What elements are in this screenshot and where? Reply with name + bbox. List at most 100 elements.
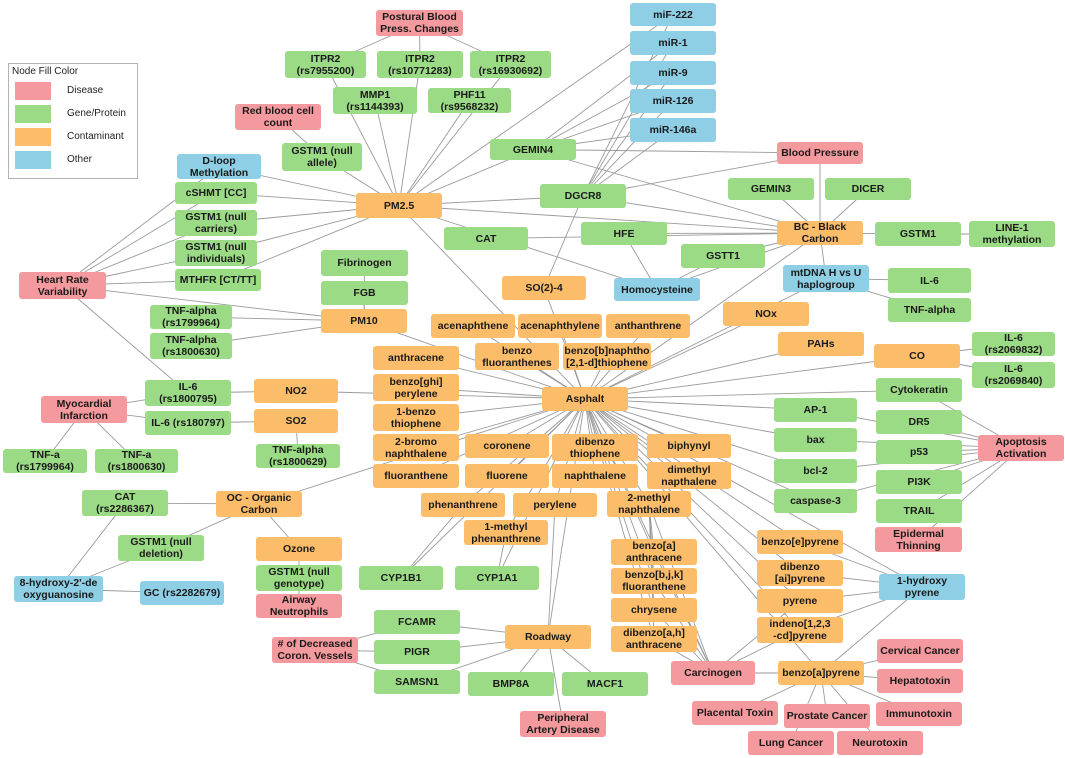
node-coronene: coronene: [465, 434, 549, 458]
node-benzofluor: benzo fluoranthenes: [475, 343, 559, 370]
node-mi: Myocardial Infarction: [41, 396, 127, 423]
edge-roadway-perylene: [547, 504, 556, 638]
node-caspase3: caspase-3: [774, 489, 857, 513]
edge-asphalt-cytokeratin: [584, 389, 920, 400]
node-pigr: PIGR: [374, 640, 460, 664]
node-immunotoxin: Immunotoxin: [876, 702, 962, 726]
node-il6_2069832: IL-6 (rs2069832): [972, 332, 1055, 356]
legend-label: Gene/Protein: [67, 108, 126, 119]
node-hydroxypyrene: 1-hydroxy pyrene: [879, 574, 965, 600]
node-trail: TRAIL: [876, 499, 962, 523]
node-phf11: PHF11 (rs9568232): [428, 88, 511, 113]
node-bc: BC - Black Carbon: [777, 221, 863, 245]
node-naphthalene: naphthalene: [552, 464, 638, 488]
node-benzobjk: benzo[b,j,k] fluoranthene: [611, 568, 697, 594]
edge-asphalt-hydroxypyrene: [584, 398, 923, 588]
edge-gemin4-mir9: [532, 72, 674, 150]
node-carcinogen: Carcinogen: [671, 661, 755, 685]
node-onebenzo: 1-benzo thiophene: [373, 404, 459, 431]
node-acenaphthylene: acenaphthylene: [518, 314, 602, 338]
node-bax: bax: [774, 428, 857, 452]
node-gc: GC (rs2282679): [140, 581, 224, 605]
edge-pm25-bc: [398, 205, 821, 234]
edge-pm25-itpr2c: [398, 64, 511, 206]
node-anthracene: anthracene: [373, 346, 459, 370]
node-dimethylnaph: dimethyl napthalene: [647, 462, 731, 489]
edge-pm25-phf11: [398, 100, 470, 206]
node-coronvessel: # of Decreased Coron. Vessels: [272, 637, 358, 663]
node-p53: p53: [876, 440, 962, 464]
node-pm25: PM2.5: [356, 193, 442, 218]
node-postural: Postural Blood Press. Changes: [376, 10, 463, 36]
node-gstm1: GSTM1: [875, 222, 961, 246]
node-gstm1indiv: GSTM1 (null individuals): [175, 240, 257, 266]
node-epidermal: Epidermal Thinning: [875, 527, 962, 552]
node-lung: Lung Cancer: [748, 731, 834, 755]
node-anthanthrene: anthanthrene: [606, 314, 690, 338]
legend-title: Node Fill Color: [12, 66, 79, 77]
node-dicer: DICER: [825, 178, 911, 200]
edge-pm25-homocys: [398, 205, 658, 290]
node-indeno: indeno[1,2,3 -cd]pyrene: [757, 617, 843, 643]
node-placental: Placental Toxin: [692, 701, 778, 725]
node-tnf1799964: TNF-alpha (rs1799964): [150, 305, 232, 329]
edge-pm25-mir222: [398, 14, 674, 206]
node-macf1: MACF1: [562, 672, 648, 696]
edge-pm10-asphalt: [363, 320, 586, 400]
edge-mtdna-asphalt: [584, 278, 827, 400]
legend-swatch-other: [15, 151, 51, 169]
legend-item-gene-protein: Gene/Protein: [15, 105, 135, 125]
node-bromonaph: 2-bromo naphthalene: [373, 434, 459, 461]
legend: Node Fill Color Disease Gene/Protein Con…: [8, 63, 138, 179]
legend-label: Disease: [67, 85, 104, 96]
edge-asphalt-cyp1b1: [400, 398, 586, 579]
edge-bc-gemin4: [532, 149, 821, 234]
node-rbc: Red blood cell count: [235, 104, 321, 130]
node-gemin4: GEMIN4: [490, 139, 576, 160]
node-il6_180797: IL-6 (rs180797): [145, 411, 231, 435]
node-ap1: AP-1: [774, 398, 857, 422]
node-mtdna: mtDNA H vs U haplogroup: [783, 265, 869, 292]
legend-label: Contaminant: [67, 131, 124, 142]
node-tnfa1800630: TNF-a (rs1800630): [95, 449, 178, 473]
node-co: CO: [874, 344, 960, 368]
node-mir9: miR-9: [630, 61, 716, 85]
node-fibrinogen: Fibrinogen: [321, 250, 408, 276]
edge-apoptosis-epidermal: [918, 447, 1022, 540]
node-cervical: Cervical Cancer: [877, 639, 963, 663]
node-hepatotoxin: Hepatotoxin: [877, 669, 963, 693]
edge-benzoapyrene-hydroxypyrene: [820, 586, 923, 674]
node-gstm1geno: GSTM1 (null genotype): [256, 565, 342, 591]
node-pyrene: pyrene: [757, 589, 843, 613]
node-gstm1del: GSTM1 (null deletion): [118, 535, 204, 561]
node-nox: NOx: [723, 302, 809, 326]
node-il6_1800795: IL-6 (rs1800795): [145, 380, 231, 406]
node-acenaphthene: acenaphthene: [431, 314, 515, 338]
node-bcl2: bcl-2: [774, 459, 857, 483]
edge-phenanthrene-cyp1b1: [400, 504, 464, 579]
edge-cat2-hydroxyguan: [58, 502, 126, 590]
edge-roadway-peripheral: [547, 636, 564, 725]
node-peripheral: Peripheral Artery Disease: [520, 711, 606, 737]
node-il6a: IL-6: [888, 268, 971, 293]
edge-dgcr8-mir126: [582, 100, 674, 197]
node-benzoapyrene: benzo[a]pyrene: [778, 661, 864, 685]
node-phenanthrene: phenanthrene: [421, 493, 505, 517]
node-benzoghi: benzo[ghi] perylene: [373, 374, 459, 401]
edge-pm25-itpr2a: [325, 64, 400, 206]
node-methylnaph: 2-methyl naphthalene: [607, 491, 691, 517]
edge-hrv-il6_1800795: [62, 285, 189, 394]
node-cyp1a1: CYP1A1: [455, 566, 539, 590]
node-cshmt: cSHMT [CC]: [175, 182, 257, 204]
node-dibenzoah: dibenzo[a,h] anthracene: [611, 626, 697, 652]
edge-co-asphalt: [584, 355, 918, 400]
edge-pm25-itpr2b: [398, 64, 421, 206]
legend-item-disease: Disease: [15, 82, 135, 102]
node-gstt1: GSTT1: [681, 244, 765, 268]
node-no2: NO2: [254, 379, 338, 403]
node-neurotoxin: Neurotoxin: [837, 731, 923, 755]
node-itpr2b: ITPR2 (rs10771283): [377, 51, 463, 78]
node-pm10: PM10: [321, 309, 407, 333]
edge-hrv-pm10: [62, 285, 365, 322]
